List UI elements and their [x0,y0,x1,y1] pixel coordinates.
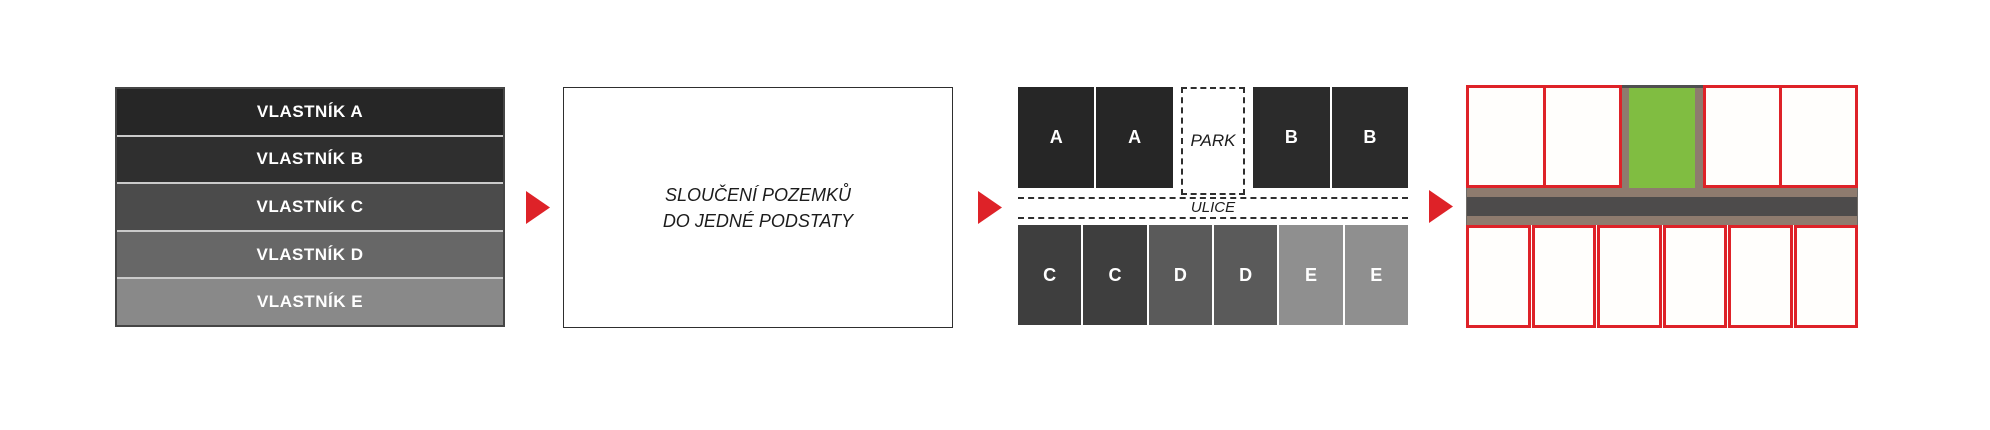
owner-bar: VLASTNÍK C [117,184,503,230]
plot-cell: E [1279,225,1343,325]
plot-cell: D [1148,225,1212,325]
owner-bar: VLASTNÍK E [117,279,503,325]
plot-cell: B [1331,87,1409,188]
green-park-plot [1629,88,1695,188]
parcel-cell [1793,225,1858,328]
park-dashed-plot: PARK [1180,87,1246,195]
owner-bar: VLASTNÍK B [117,136,503,183]
plot-label: E [1304,264,1317,285]
owner-label: VLASTNÍK C [256,196,364,216]
street-asphalt [1467,197,1857,216]
merge-text-line-1: SLOUČENÍ POZEMKŮ [664,184,852,205]
parcel-pair [1703,85,1858,188]
parcel-cell [1466,225,1531,328]
plot-label: E [1370,264,1383,285]
owners-stack-panel: VLASTNÍK A VLASTNÍK B VLASTNÍK C VLASTNÍ… [115,87,505,327]
parcel-cell [1542,85,1622,188]
street-shoulder [1467,188,1857,197]
parcel-cell [1597,225,1662,328]
owner-label: VLASTNÍK E [256,292,364,312]
owner-label: VLASTNÍK A [256,101,364,121]
top-plot-row: A A PARK B B [1018,87,1409,195]
park-label: PARK [1190,131,1236,150]
result-street [1466,188,1858,225]
plot-cell: A [1018,87,1095,188]
parcel-cell [1779,85,1858,188]
parcel-cell [1703,85,1782,188]
street-label: ULICE [1190,199,1236,216]
arrow-right-icon [1429,190,1453,223]
parcel-cell [1728,225,1793,328]
plot-label: A [1128,127,1142,147]
plot-label: C [1043,264,1057,285]
park-plot-cell: PARK [1174,87,1252,195]
merge-text-line-2: DO JEDNÉ PODSTATY [662,210,854,231]
plot-label: D [1173,264,1187,285]
plot-label: D [1239,264,1253,285]
result-bottom-row [1466,225,1858,328]
parcel-cell [1662,225,1727,328]
park-column [1622,85,1703,188]
plot-layout-panel: A A PARK B B ULICE C [1018,87,1409,325]
parcel-cell [1531,225,1596,328]
street-dashed-edge [1018,197,1408,199]
plot-cell: D [1213,225,1278,325]
owner-bar: VLASTNÍK D [117,231,503,278]
parcel-cell [1466,85,1546,188]
plot-label: B [1284,127,1298,147]
parcel-pair [1466,85,1622,188]
street-shoulder [1467,216,1857,225]
result-parcels-panel [1466,85,1858,328]
plot-label: C [1108,264,1122,285]
bottom-plot-row: C C D D E E [1018,225,1408,325]
arrow-right-icon [978,191,1002,224]
result-top-row [1466,85,1858,188]
merge-step-box: SLOUČENÍ POZEMKŮ DO JEDNÉ PODSTATY [563,87,953,328]
street-dashed-edge [1018,217,1408,219]
owner-bar: VLASTNÍK A [117,89,503,135]
plot-cell: B [1253,87,1330,188]
plot-cell: E [1344,225,1408,325]
owner-label: VLASTNÍK D [256,244,364,264]
plot-cell: C [1083,225,1147,325]
plot-cell: C [1018,225,1082,325]
park-top-edge [1622,85,1703,88]
owner-label: VLASTNÍK B [256,149,364,169]
arrow-right-icon [526,191,550,224]
plot-label: A [1049,127,1063,147]
plot-cell: A [1096,87,1173,188]
plot-label: B [1363,127,1377,147]
